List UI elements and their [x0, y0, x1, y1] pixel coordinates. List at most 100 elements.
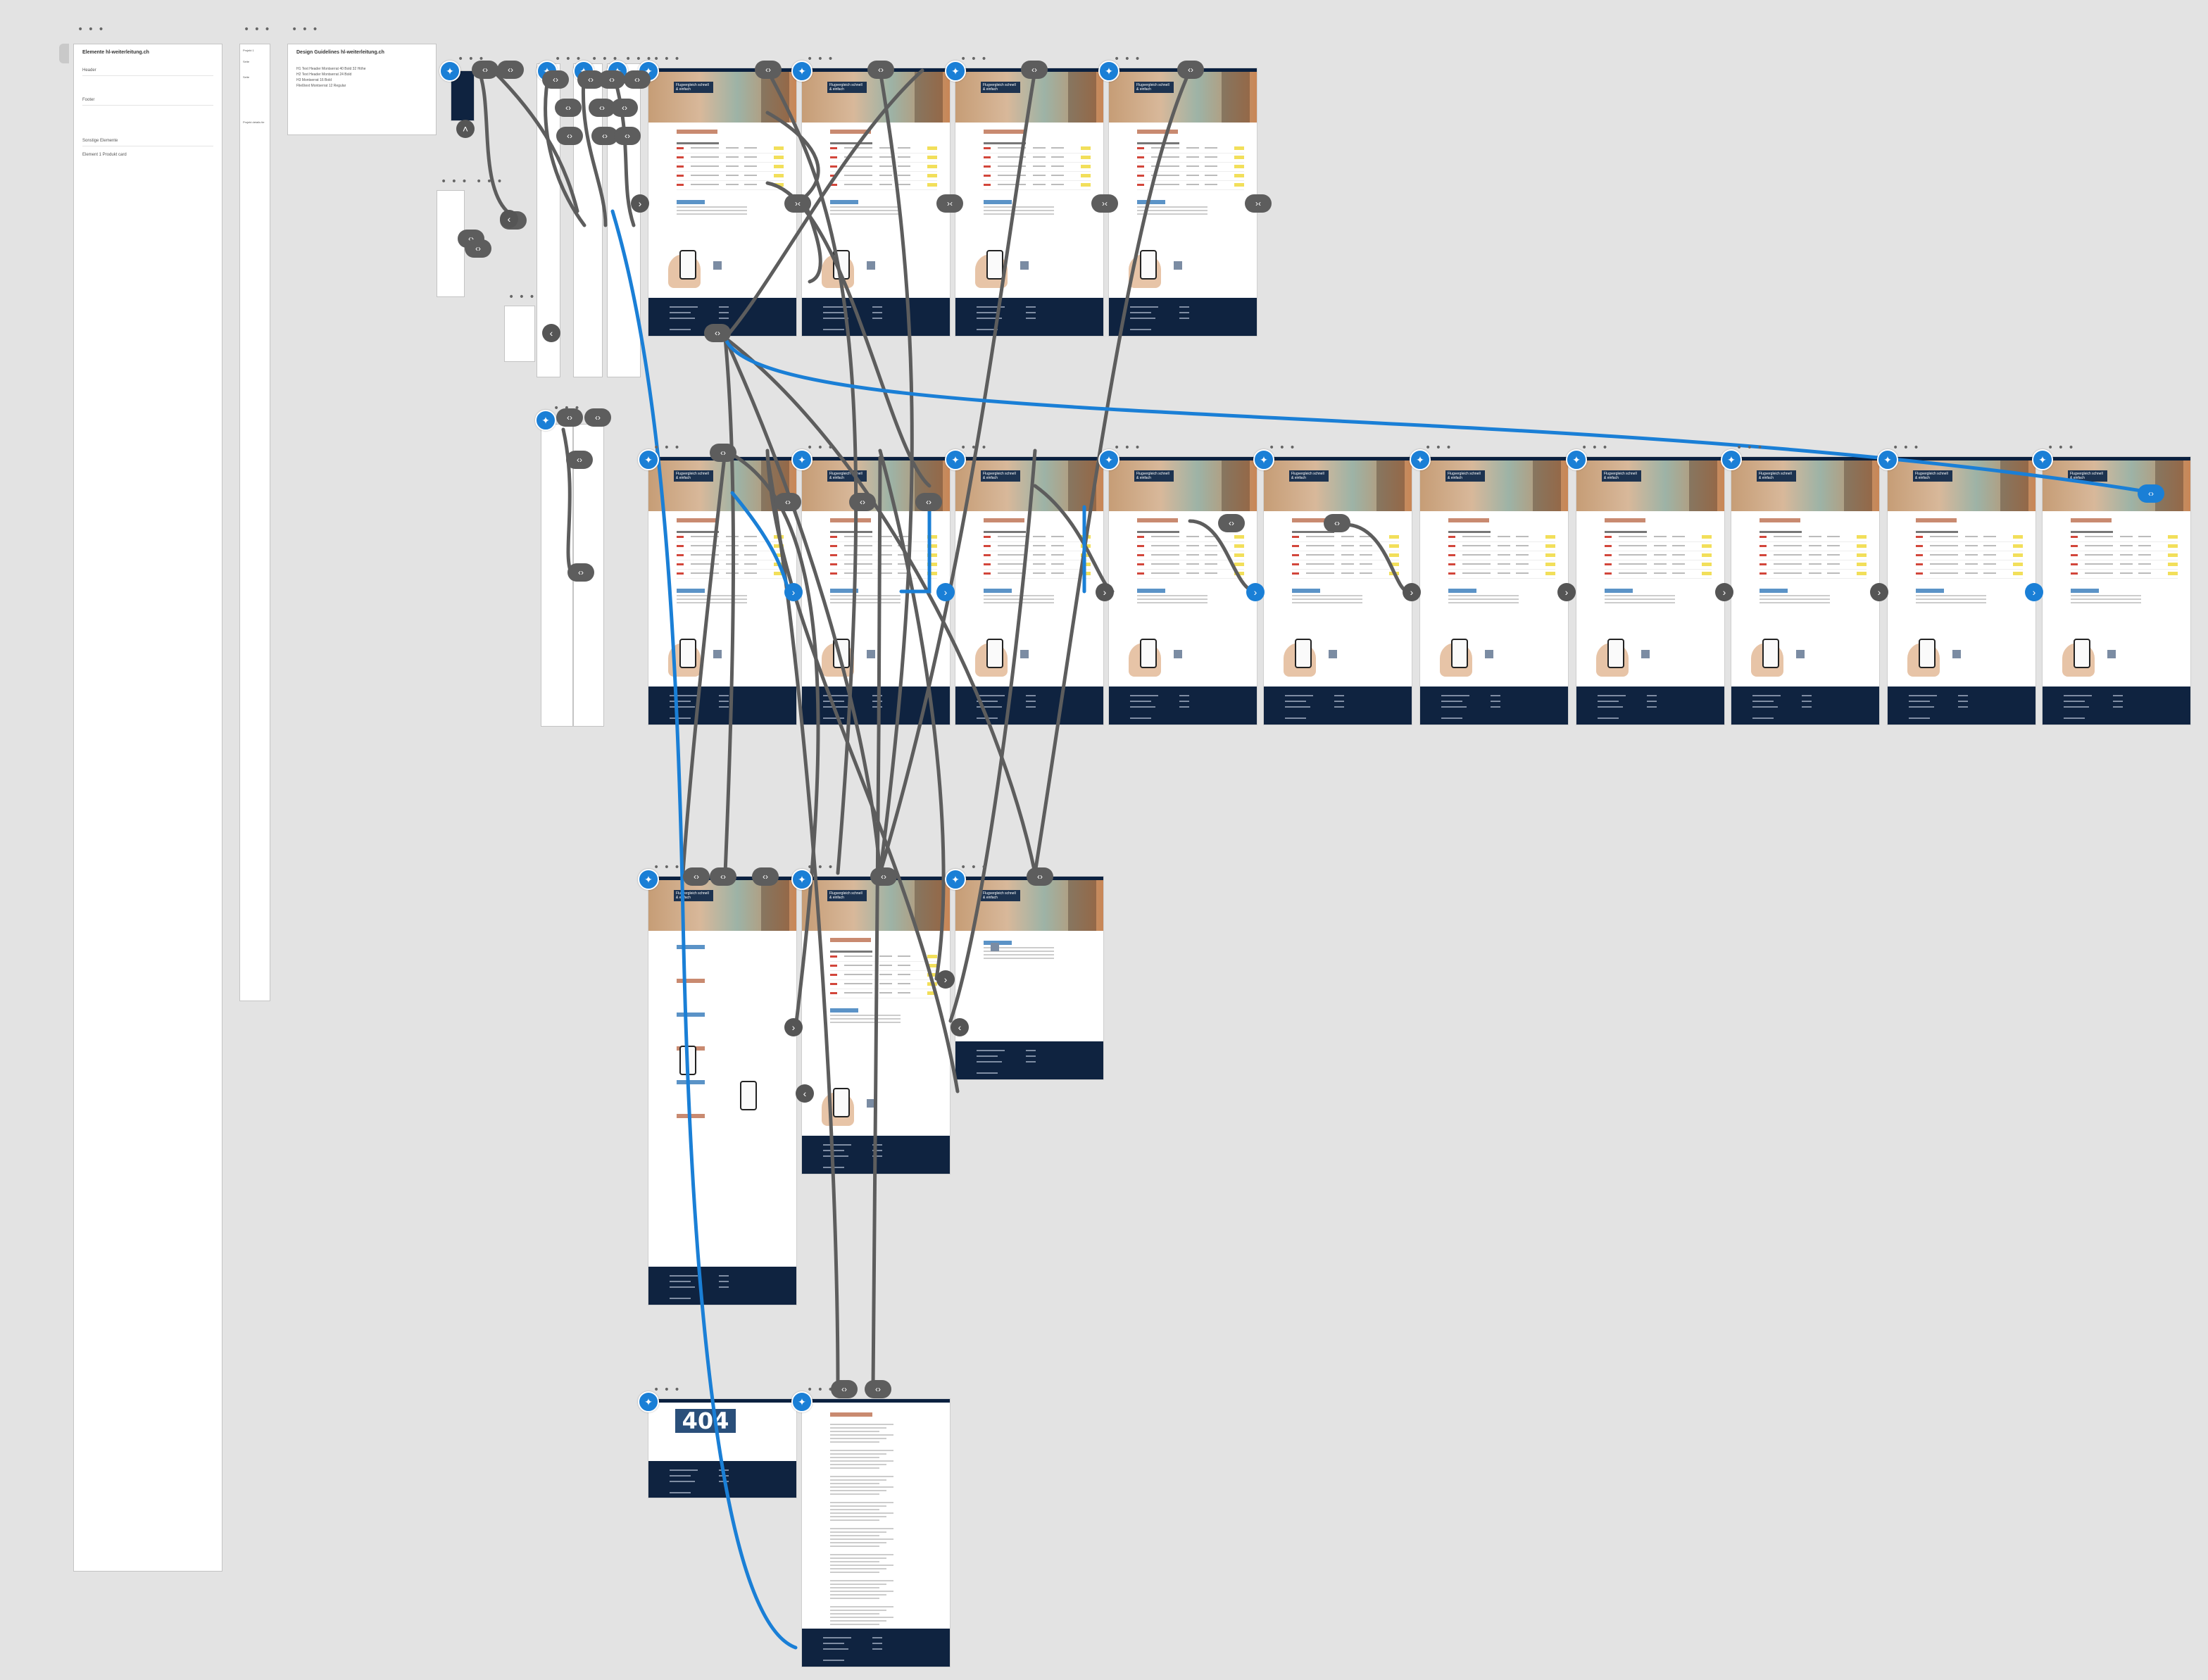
chevron-left-icon[interactable]: ˄	[456, 120, 475, 138]
book-button[interactable]	[1234, 535, 1244, 539]
book-button[interactable]	[1545, 544, 1555, 548]
offer-row[interactable]	[1137, 172, 1244, 181]
footer-link[interactable]	[1441, 706, 1467, 708]
book-button[interactable]	[774, 165, 784, 168]
more-dots-icon[interactable]: • • •	[960, 442, 988, 453]
offer-row[interactable]	[1292, 560, 1399, 570]
pin-icon[interactable]: ✦	[791, 869, 813, 890]
footer-link[interactable]	[1958, 706, 1968, 708]
book-button[interactable]	[927, 572, 937, 575]
footer-link[interactable]	[1026, 1050, 1036, 1051]
chevron-right-icon[interactable]: ›	[1715, 583, 1733, 601]
footer-link[interactable]	[1491, 701, 1500, 702]
footer-link[interactable]	[1179, 701, 1189, 702]
footer-link[interactable]	[670, 1475, 691, 1477]
footer-link[interactable]	[2064, 695, 2092, 696]
chevron-pair-icon[interactable]: ‹›	[915, 493, 942, 511]
chevron-left-icon[interactable]: ‹	[951, 1018, 969, 1036]
footer-link[interactable]	[1026, 695, 1036, 696]
chevron-left-icon[interactable]: ‹	[500, 210, 518, 228]
footer-link[interactable]	[719, 1275, 729, 1277]
footer-link[interactable]	[2113, 701, 2123, 702]
footer-link[interactable]	[977, 695, 1005, 696]
footer-link[interactable]	[977, 329, 998, 330]
book-button[interactable]	[1389, 553, 1399, 557]
footer-link[interactable]	[719, 312, 729, 313]
book-button[interactable]	[1234, 553, 1244, 557]
footer-link[interactable]	[1441, 701, 1462, 702]
footer-link[interactable]	[872, 318, 882, 319]
footer-link[interactable]	[1026, 312, 1036, 313]
footer-link[interactable]	[1026, 706, 1036, 708]
footer-link[interactable]	[1958, 701, 1968, 702]
pin-icon[interactable]: ✦	[791, 61, 813, 82]
footer-link[interactable]	[1334, 695, 1344, 696]
more-dots-icon[interactable]: • • •	[653, 862, 681, 873]
chevron-pair-icon[interactable]: ‹›	[849, 493, 876, 511]
footer-link[interactable]	[719, 695, 729, 696]
book-button[interactable]	[927, 146, 937, 150]
chevron-right-icon[interactable]: ›	[1246, 583, 1265, 601]
footer-link[interactable]	[719, 701, 729, 702]
book-button[interactable]	[774, 174, 784, 177]
more-dots-icon[interactable]: • • •	[441, 176, 468, 187]
book-button[interactable]	[774, 146, 784, 150]
pin-icon[interactable]: ✦	[791, 1391, 813, 1412]
chevron-pair-icon[interactable]: ‹›	[584, 408, 611, 427]
footer-link[interactable]	[2113, 706, 2123, 708]
offer-row[interactable]	[1605, 560, 1712, 570]
footer-link[interactable]	[1441, 717, 1462, 719]
offer-row[interactable]	[2071, 533, 2178, 542]
pin-icon[interactable]: ✦	[535, 410, 556, 431]
chevron-right-icon[interactable]: ›	[2025, 583, 2043, 601]
book-button[interactable]	[2013, 553, 2023, 557]
footer-link[interactable]	[823, 306, 851, 308]
footer-link[interactable]	[1130, 306, 1158, 308]
footer-link[interactable]	[1130, 329, 1151, 330]
book-button[interactable]	[927, 553, 937, 557]
book-button[interactable]	[2013, 535, 2023, 539]
offer-row[interactable]	[1760, 542, 1867, 551]
more-dots-icon[interactable]: • • •	[508, 292, 536, 303]
more-dots-icon[interactable]: • • •	[1269, 442, 1296, 453]
more-dots-icon[interactable]: • • •	[1736, 442, 1764, 453]
book-button[interactable]	[1234, 156, 1244, 159]
book-button[interactable]	[927, 174, 937, 177]
book-button[interactable]	[2013, 544, 2023, 548]
book-button[interactable]	[927, 183, 937, 187]
offer-row[interactable]	[830, 971, 937, 980]
chevron-pair-icon[interactable]: ‹›	[710, 867, 736, 886]
footer-link[interactable]	[670, 1481, 695, 1482]
footer-link[interactable]	[1909, 706, 1934, 708]
book-button[interactable]	[2168, 572, 2178, 575]
chevron-pair-icon[interactable]: ‹›	[542, 70, 569, 89]
footer-link[interactable]	[977, 306, 1005, 308]
footer-link[interactable]	[1026, 306, 1036, 308]
chevron-pair-icon[interactable]: ‹›	[589, 99, 615, 117]
footer-link[interactable]	[1802, 706, 1812, 708]
offer-row[interactable]	[830, 163, 937, 172]
chevron-right-icon[interactable]: ›	[1403, 583, 1421, 601]
footer-link[interactable]	[670, 1469, 698, 1471]
book-button[interactable]	[2013, 563, 2023, 566]
more-dots-icon[interactable]: • • •	[555, 54, 582, 65]
offer-row[interactable]	[1137, 570, 1244, 579]
footer-link[interactable]	[1026, 701, 1036, 702]
book-button[interactable]	[1857, 535, 1867, 539]
offer-row[interactable]	[1137, 153, 1244, 163]
footer-link[interactable]	[719, 318, 729, 319]
footer-link[interactable]	[1026, 318, 1036, 319]
book-button[interactable]	[927, 165, 937, 168]
footer-link[interactable]	[823, 329, 844, 330]
footer-link[interactable]	[1802, 695, 1812, 696]
chevron-pair-icon[interactable]: ›‹	[784, 194, 811, 213]
footer-link[interactable]	[823, 1155, 848, 1157]
footer-link[interactable]	[1334, 706, 1344, 708]
chevron-left-icon[interactable]: ‹	[796, 1084, 814, 1103]
book-button[interactable]	[774, 183, 784, 187]
offer-row[interactable]	[830, 570, 937, 579]
offer-row[interactable]	[984, 153, 1091, 163]
book-button[interactable]	[2168, 535, 2178, 539]
footer-link[interactable]	[1909, 701, 1930, 702]
book-button[interactable]	[927, 964, 937, 967]
